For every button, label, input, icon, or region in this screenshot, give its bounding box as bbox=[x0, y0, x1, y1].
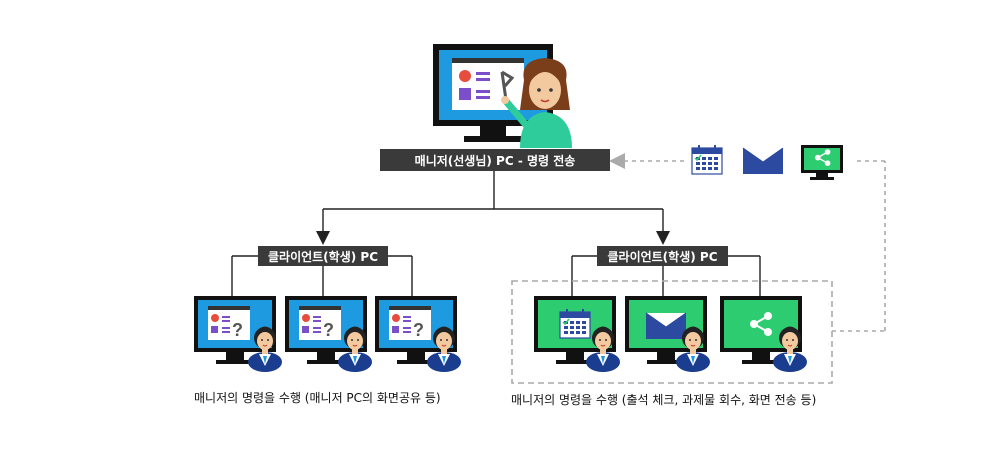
right-student-monitor-calendar bbox=[534, 296, 621, 373]
connector-lines bbox=[231, 171, 761, 296]
command-mail-icon bbox=[742, 147, 784, 175]
command-calendar-icon bbox=[691, 144, 723, 175]
left-student-monitor-3 bbox=[375, 296, 462, 373]
left-group-label: 클라이언트(학생) PC bbox=[258, 246, 388, 266]
command-share-icon bbox=[801, 145, 843, 180]
left-group-caption: 매니저의 명령을 수행 (매니저 PC의 화면공유 등) bbox=[194, 391, 441, 405]
left-student-monitor-2 bbox=[285, 296, 373, 373]
mail-icon bbox=[645, 312, 687, 340]
right-group-label: 클라이언트(학생) PC bbox=[597, 246, 728, 266]
right-group-dashed-box bbox=[511, 280, 833, 384]
right-student-monitor-share bbox=[720, 296, 808, 373]
calendar-icon bbox=[559, 308, 591, 339]
teacher-avatar bbox=[501, 58, 572, 148]
right-student-monitor-mail bbox=[625, 296, 711, 373]
manager-label: 매니저(선생님) PC - 명령 전송 bbox=[380, 149, 610, 171]
right-group-caption: 매니저의 명령을 수행 (출석 체크, 과제물 회수, 화면 전송 등) bbox=[511, 393, 817, 407]
left-student-monitor-1 bbox=[194, 296, 283, 373]
feedback-dashed-line bbox=[609, 153, 886, 332]
